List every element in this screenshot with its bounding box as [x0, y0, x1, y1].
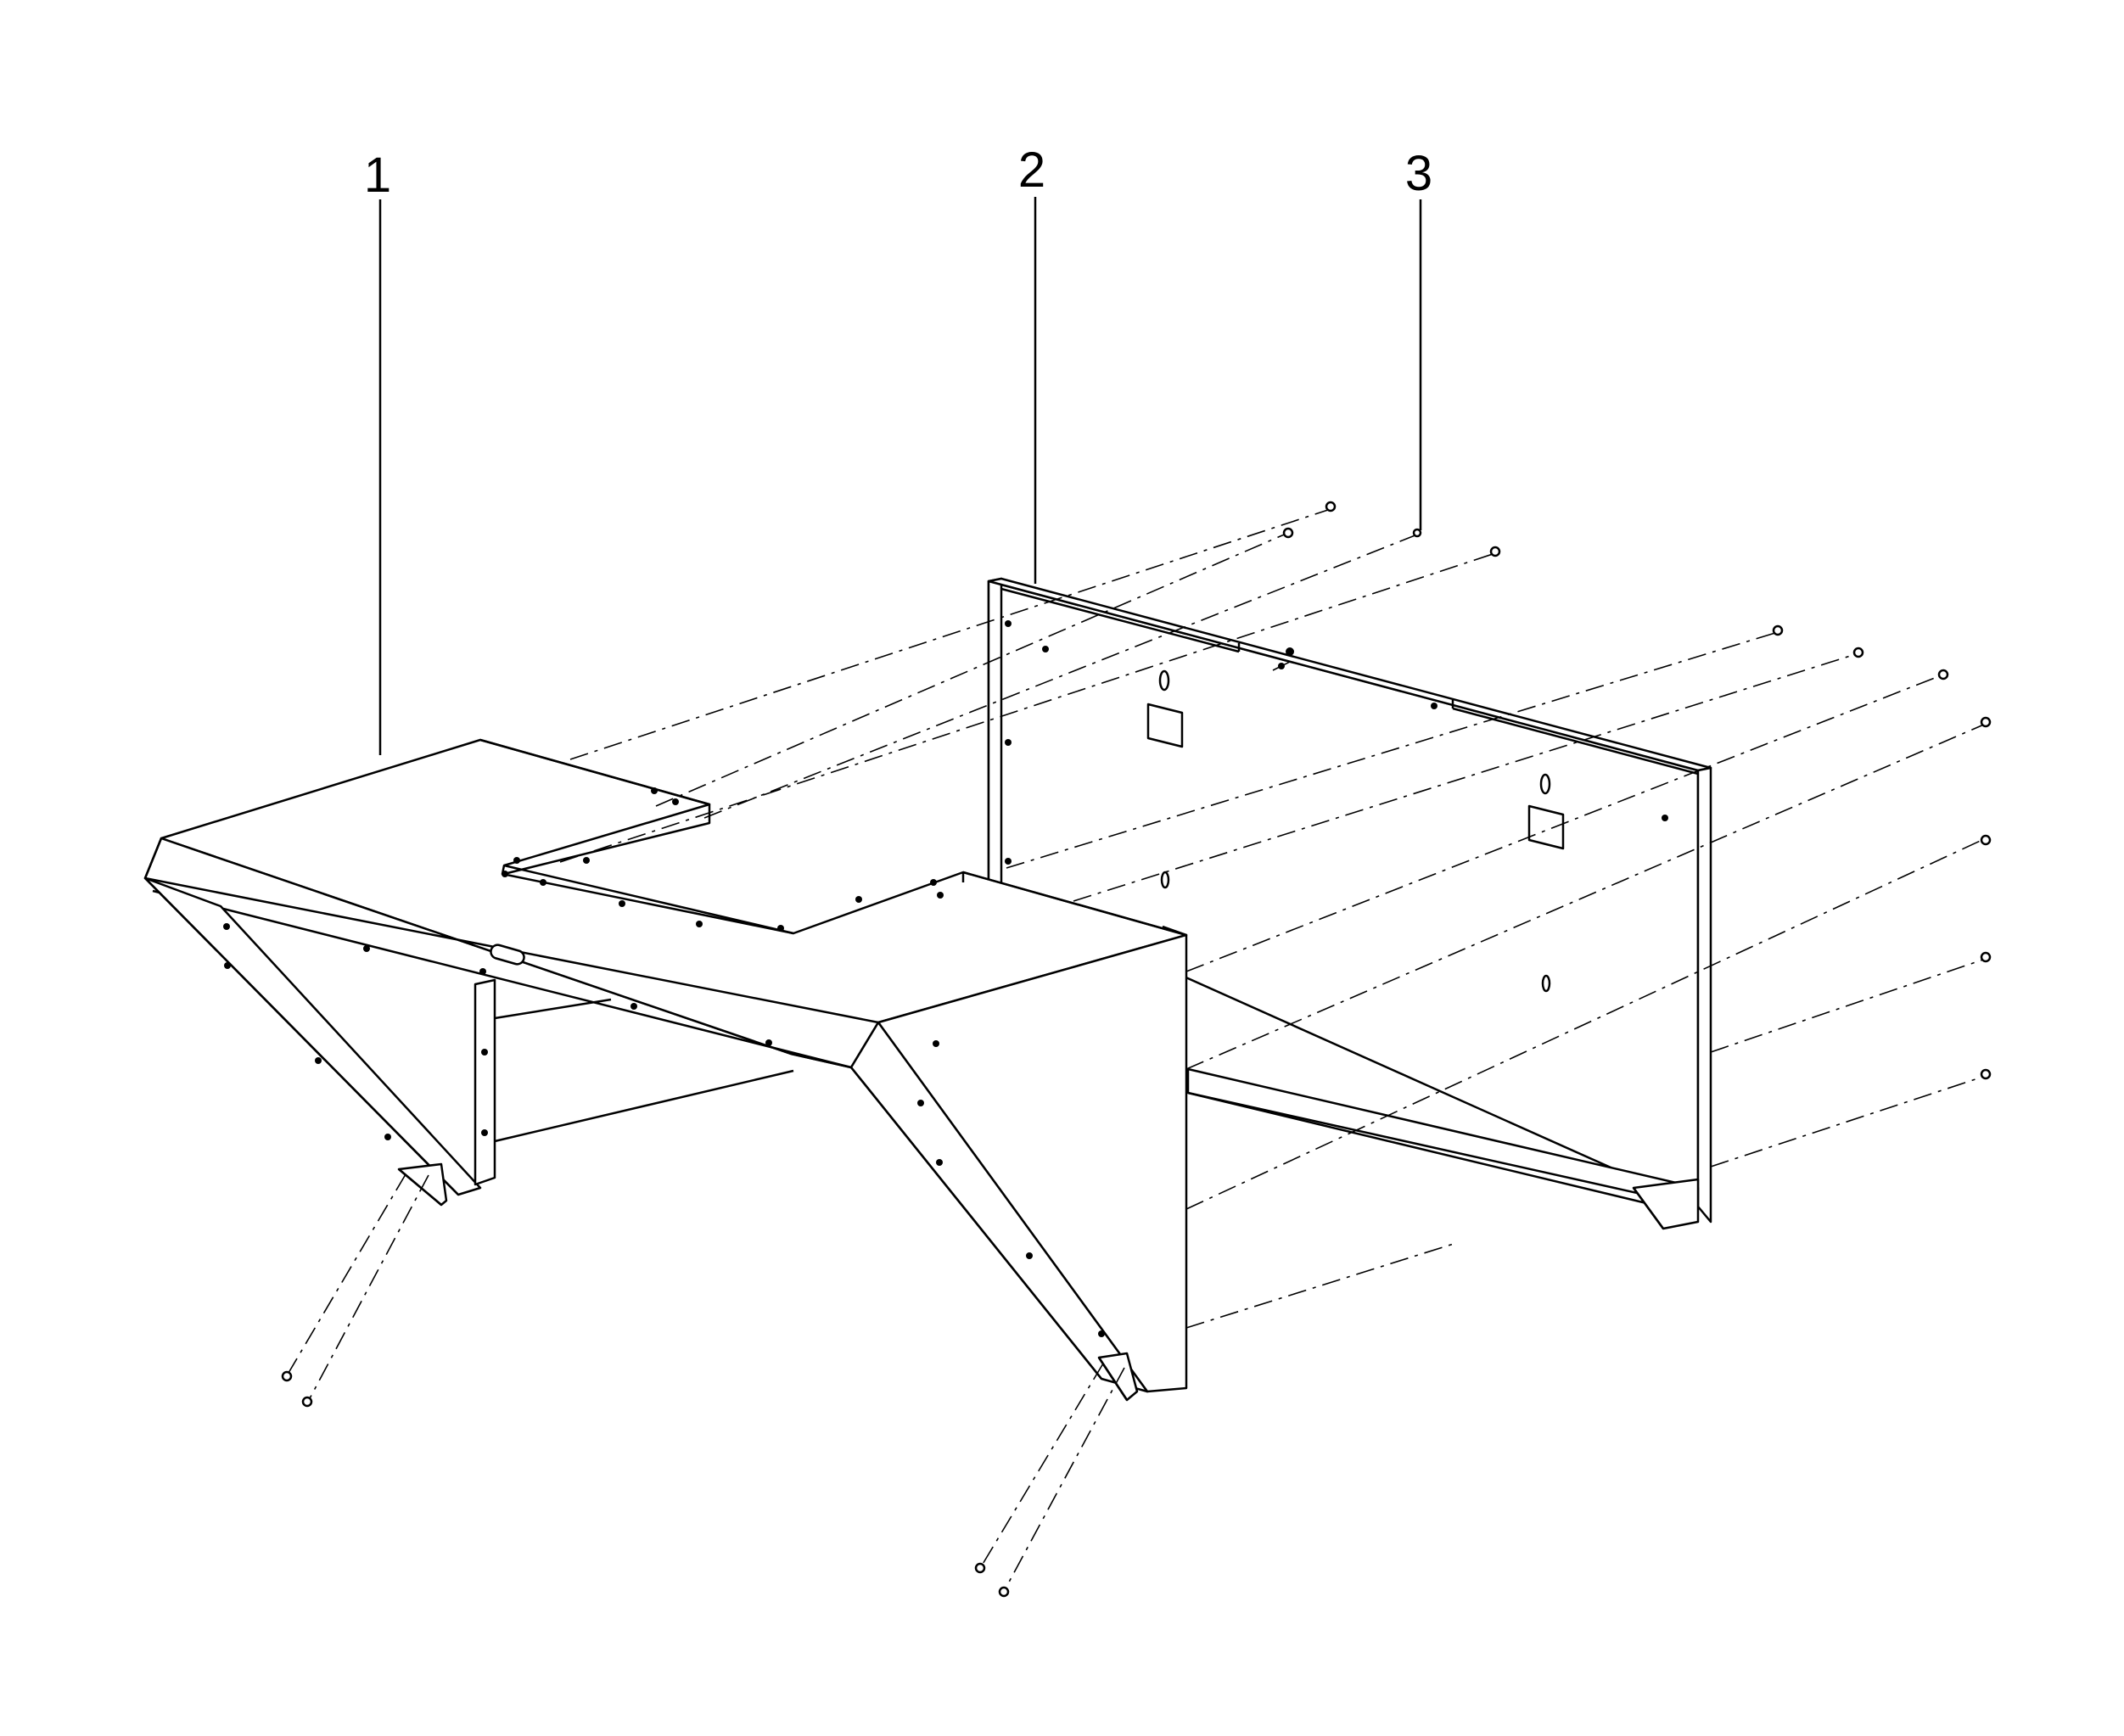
callout-2-label: 2 [1017, 143, 1046, 198]
screw-6 [1852, 647, 1864, 658]
screw-12 [281, 1370, 293, 1382]
callout-leaders [378, 197, 1422, 755]
screws [281, 501, 1992, 1598]
screw-15 [998, 1586, 1010, 1598]
assembly-lines [288, 508, 1987, 1589]
screw-14 [974, 1562, 986, 1574]
screw-7 [1937, 669, 1949, 680]
screw-5 [1772, 624, 1784, 636]
screw-11 [1980, 1068, 1992, 1080]
screw-13 [301, 1396, 313, 1408]
screw-1 [1325, 501, 1337, 512]
screw-4 [1489, 546, 1501, 557]
screw-9 [1980, 834, 1992, 846]
frame-assembly [143, 738, 1188, 1402]
callout-1-label: 1 [363, 148, 392, 203]
screw-3 [1412, 528, 1422, 538]
screw-2 [1282, 527, 1294, 539]
screw-10 [1980, 951, 1992, 963]
screw-8 [1980, 716, 1992, 728]
back-panel [987, 577, 1712, 1230]
callout-3-label: 3 [1404, 146, 1433, 201]
